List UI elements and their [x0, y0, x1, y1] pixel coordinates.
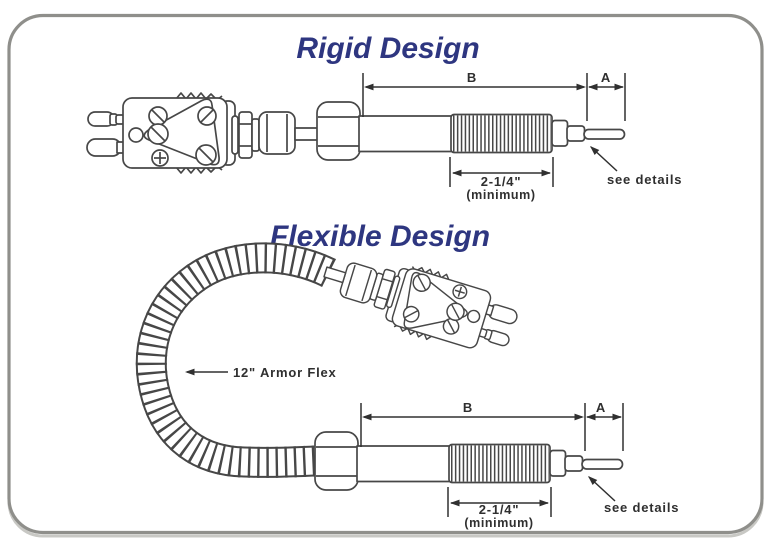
rigid-dim-b-label: B [467, 70, 477, 85]
rigid-title: Rigid Design [296, 32, 479, 65]
flexible-dim-b-label: B [463, 400, 473, 415]
flexible-see-details-label: see details [604, 500, 679, 515]
armor-flex-coil [135, 242, 336, 478]
armor-flex-label: 12" Armor Flex [233, 365, 337, 380]
flexible-dim-min-label: 2-1/4" [479, 502, 520, 517]
flexible-title: Flexible Design [270, 220, 490, 253]
flexible-dim-min-note: (minimum) [464, 516, 533, 530]
flexible-dim-a-label: A [596, 400, 606, 415]
rigid-dim-min-note: (minimum) [466, 188, 535, 202]
rigid-see-details-label: see details [607, 172, 682, 187]
rigid-design-section: Rigid Design B A 2-1/4" (minimum) see de… [86, 32, 682, 202]
rigid-dim-min-label: 2-1/4" [481, 174, 522, 189]
flexible-design-section: Flexible Design 12" Armor Flex B A 2-1/4… [135, 220, 679, 530]
rigid-dim-a-label: A [601, 70, 611, 85]
